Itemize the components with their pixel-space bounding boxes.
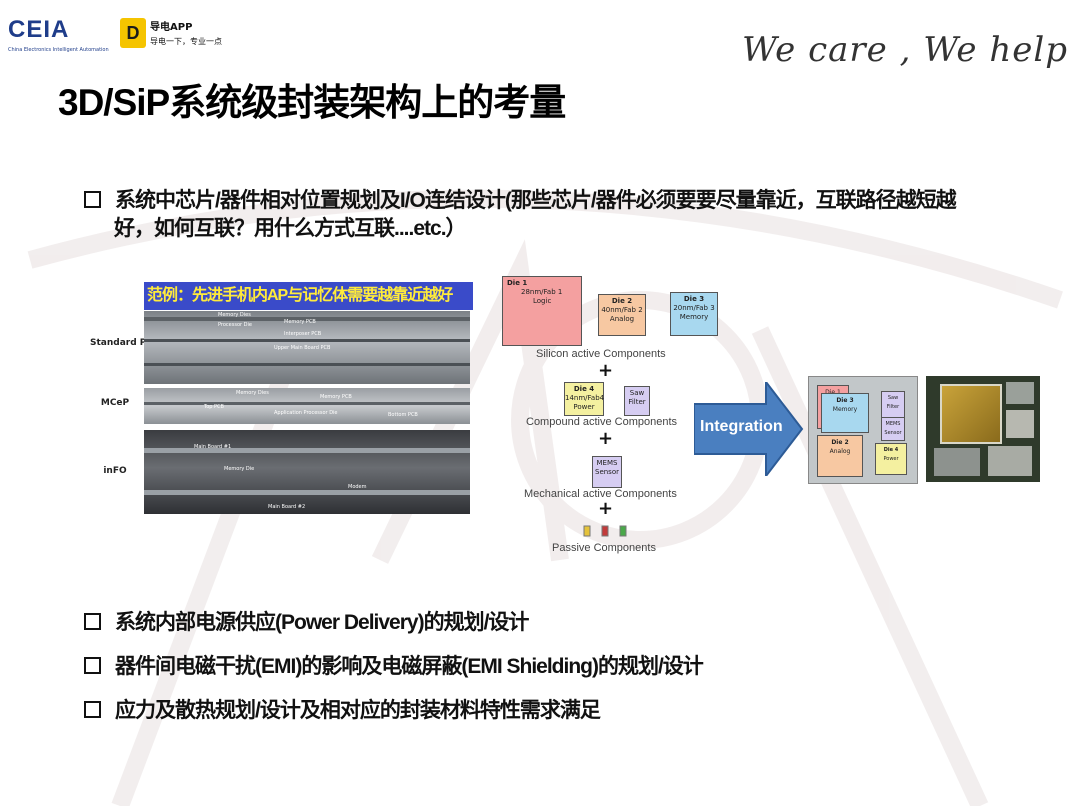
app-name: 导电APP: [150, 22, 193, 33]
pkg-die3-name: Die 3: [836, 397, 854, 404]
die3-spec: 20nm/Fab 3: [673, 304, 715, 312]
die2-block: Die 2 40nm/Fab 2 Analog: [598, 294, 646, 336]
bullet-thermal-stress: 应力及散热规划/设计及相对应的封装材料特性需求满足: [84, 694, 601, 724]
standard-pop-cross-section: Memory Dies Processor Die Memory PCB Int…: [144, 311, 470, 384]
tagline: We care , We help: [742, 30, 1068, 70]
tag-modem: Modem: [348, 484, 367, 490]
pkg-die3-type: Memory: [832, 406, 858, 413]
tag-application-processor: Application Processor Die: [274, 410, 338, 416]
bullet-power-delivery: 系统内部电源供应(Power Delivery)的规划/设计: [84, 606, 529, 636]
tag-main-board-2: Main Board #2: [268, 504, 306, 510]
pkg-die2-name: Die 2: [831, 439, 849, 446]
app-slogan: 导电一下，专业一点: [150, 37, 222, 46]
pkg-die3: Die 3 Memory: [821, 393, 869, 433]
passive-components-icon: [583, 525, 627, 537]
tag-main-board-1: Main Board #1: [194, 444, 232, 450]
saw-filter-block: Saw Filter: [624, 386, 650, 416]
caption-mechanical-active: Mechanical active Components: [524, 488, 677, 500]
die1-name: Die 1: [507, 279, 528, 287]
die1-spec: 28nm/Fab 1: [521, 288, 563, 296]
caption-passive: Passive Components: [552, 542, 656, 554]
die4-type: Power: [573, 403, 595, 411]
tag-memory-dies: Memory Dies: [218, 312, 251, 318]
mcep-cross-section: Memory Dies Memory PCB Top PCB Applicati…: [144, 388, 470, 424]
tag-upper-main-board: Upper Main Board PCB: [274, 345, 331, 351]
bullet-io-planning-continued: 好，如何互联？用什么方式互联....etc.）: [114, 217, 467, 240]
bullet-square-icon: [84, 612, 101, 630]
pkg-die4: Die 4 Power: [875, 443, 907, 475]
die1-type: Logic: [533, 297, 552, 305]
slide-title: 3D/SiP系统级封装架构上的考量: [58, 82, 566, 123]
die4-name: Die 4: [573, 385, 595, 393]
mems-sensor-block: MEMS Sensor: [592, 456, 622, 488]
die2-type: Analog: [609, 315, 635, 323]
plus-sign: +: [598, 428, 614, 449]
example-banner: 范例：先进手机内AP与记忆体需要越靠近越好: [144, 282, 473, 310]
bullet-square-icon: [84, 656, 101, 674]
die2-spec: 40nm/Fab 2: [601, 306, 643, 314]
app-logo-icon: D: [120, 18, 146, 48]
bullet-io-planning: 系统中芯片/器件相对位置规划及I/O连结设计(那些芯片/器件必须要要尽量靠近，互…: [84, 184, 957, 214]
tag-memory-die: Memory Die: [224, 466, 255, 472]
bullet-square-icon: [84, 700, 101, 718]
info-cross-section: Main Board #1 Memory Die Modem Main Boar…: [144, 430, 470, 514]
die4-spec: 14nm/Fab4: [565, 394, 605, 402]
pkg-die4-type: Power: [883, 456, 899, 462]
integrated-package-diagram: Die 1 Die 3 Memory Saw Filter MEMS Senso…: [808, 376, 918, 484]
tag-memory-dies: Memory Dies: [236, 390, 269, 396]
bullet-text: 应力及散热规划/设计及相对应的封装材料特性需求满足: [115, 699, 601, 722]
pkg-die4-name: Die 4: [883, 447, 899, 453]
bullet-text: 器件间电磁干扰(EMI)的影响及电磁屏蔽(EMI Shielding)的规划/设…: [115, 655, 704, 678]
die3-block: Die 3 20nm/Fab 3 Memory: [670, 292, 718, 336]
die3-name: Die 3: [683, 295, 705, 303]
caption-silicon-active: Silicon active Components: [536, 348, 666, 360]
pkg-mems-sensor: MEMS Sensor: [881, 417, 905, 441]
tag-memory-pcb: Memory PCB: [320, 394, 352, 400]
die3-type: Memory: [679, 313, 709, 321]
caption-compound-active: Compound active Components: [526, 416, 678, 428]
ceia-logo: CEIA China Electronics Intelligent Autom…: [6, 10, 109, 60]
ceia-logo-text: CEIA: [8, 16, 70, 43]
integration-arrow-icon: [694, 382, 804, 476]
ceia-logo-subtitle: China Electronics Intelligent Automation: [8, 47, 109, 53]
tag-top-pcb: Top PCB: [204, 404, 224, 410]
tag-interposer-pcb: Interposer PCB: [284, 331, 322, 337]
sip-module-photo: [926, 376, 1040, 482]
pkg-saw-filter: Saw Filter: [881, 391, 905, 419]
row-label-standard-pop: Standard PoP: [90, 338, 160, 348]
die4-block: Die 4 14nm/Fab4 Power: [564, 382, 604, 416]
bullet-emi-shielding: 器件间电磁干扰(EMI)的影响及电磁屏蔽(EMI Shielding)的规划/设…: [84, 650, 704, 680]
bullet-text: 系统中芯片/器件相对位置规划及I/O连结设计(那些芯片/器件必须要要尽量靠近，互…: [115, 189, 957, 212]
daodian-app-logo: D 导电APP 导电一下，专业一点: [120, 16, 230, 56]
row-label-mcep: MCeP: [100, 398, 130, 408]
tag-processor-die: Processor Die: [218, 322, 252, 328]
plus-sign: +: [598, 498, 614, 519]
die1-block: Die 1 28nm/Fab 1 Logic: [502, 276, 582, 346]
row-label-info: inFO: [103, 466, 127, 476]
bullet-square-icon: [84, 190, 101, 208]
pkg-die2-type: Analog: [829, 448, 851, 455]
bullet-text: 系统内部电源供应(Power Delivery)的规划/设计: [115, 611, 529, 634]
tag-bottom-pcb: Bottom PCB: [388, 412, 418, 418]
pkg-die2: Die 2 Analog: [817, 435, 863, 477]
plus-sign: +: [598, 360, 614, 381]
die2-name: Die 2: [611, 297, 633, 305]
integration-label: Integration: [700, 418, 783, 435]
tag-memory-pcb: Memory PCB: [284, 319, 316, 325]
